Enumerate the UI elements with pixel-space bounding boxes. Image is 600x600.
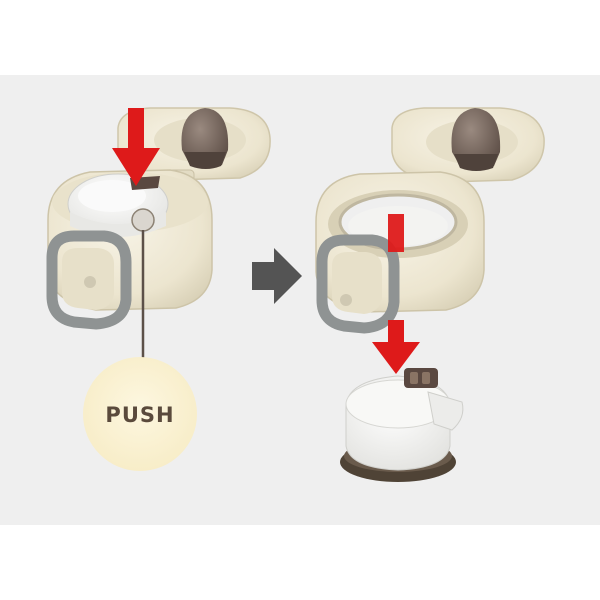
right-gasket-handle (316, 234, 400, 334)
left-cap-body (46, 169, 213, 330)
opened-cap-illustration (315, 107, 545, 482)
remove-arrow-icon (372, 214, 420, 374)
inner-unit-clip (404, 368, 438, 388)
right-lid-plug (451, 108, 501, 171)
transition-arrow-icon (252, 248, 302, 304)
left-gasket-handle (46, 230, 132, 330)
push-bubble-icon: PUSH (83, 357, 197, 471)
closed-cap-illustration: PUSH (46, 107, 271, 471)
left-lid-plug (181, 108, 229, 169)
push-arrow-icon (112, 108, 160, 186)
removed-inner-unit (340, 368, 464, 482)
push-button-spot (131, 208, 155, 232)
push-label: PUSH (105, 403, 174, 427)
